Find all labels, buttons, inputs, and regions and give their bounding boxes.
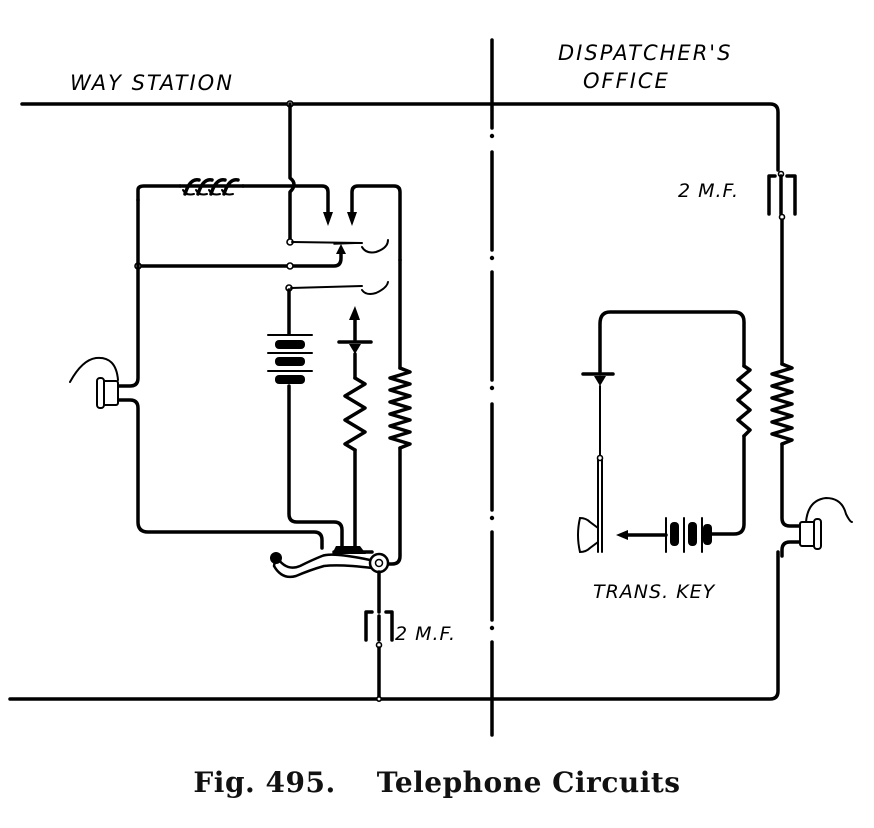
induction-coil-icon [388, 366, 412, 450]
way-station-label: WAY STATION [70, 71, 234, 95]
condenser-icon [364, 610, 394, 649]
induction-coil-icon [770, 362, 794, 446]
contact-arrow-icon [347, 212, 357, 226]
battery-icon [267, 334, 313, 384]
condenser-icon [767, 170, 797, 221]
transmitter-key-icon [337, 306, 373, 354]
receiver-icon [69, 356, 119, 409]
receiver-icon [799, 497, 853, 550]
resistance-icon [736, 364, 752, 438]
top-line-wire [20, 102, 780, 172]
dispatcher-circuit: 2 M.F. TRA [577, 170, 853, 603]
dispatchers-office-label-line2: OFFICE [583, 69, 670, 93]
way-station-circuit: 2 M.F. [69, 100, 456, 702]
figure-title: Telephone Circuits [376, 766, 681, 799]
retardation-coil-icon [178, 178, 245, 196]
transmitter-key-label: TRANS. KEY [593, 581, 716, 603]
spring-contact-icon [361, 239, 389, 254]
dispatchers-office-label-line1: DISPATCHER'S [558, 41, 732, 65]
contact-arrow-icon [616, 530, 628, 540]
dispatcher-condenser-label: 2 M.F. [678, 180, 739, 202]
figure-number: Fig. 495. [193, 766, 336, 799]
switch-hook-icon [270, 546, 390, 579]
battery-icon [665, 517, 712, 553]
transmitter-key-icon [577, 372, 615, 554]
way-station-condenser-label: 2 M.F. [395, 623, 456, 645]
figure-caption: Fig. 495. Telephone Circuits [0, 766, 874, 799]
spring-contact-icon [361, 281, 389, 295]
resistance-icon [343, 376, 367, 452]
contact-arrow-icon [323, 212, 333, 226]
section-divider [489, 38, 495, 737]
bottom-line-wire [8, 550, 780, 701]
